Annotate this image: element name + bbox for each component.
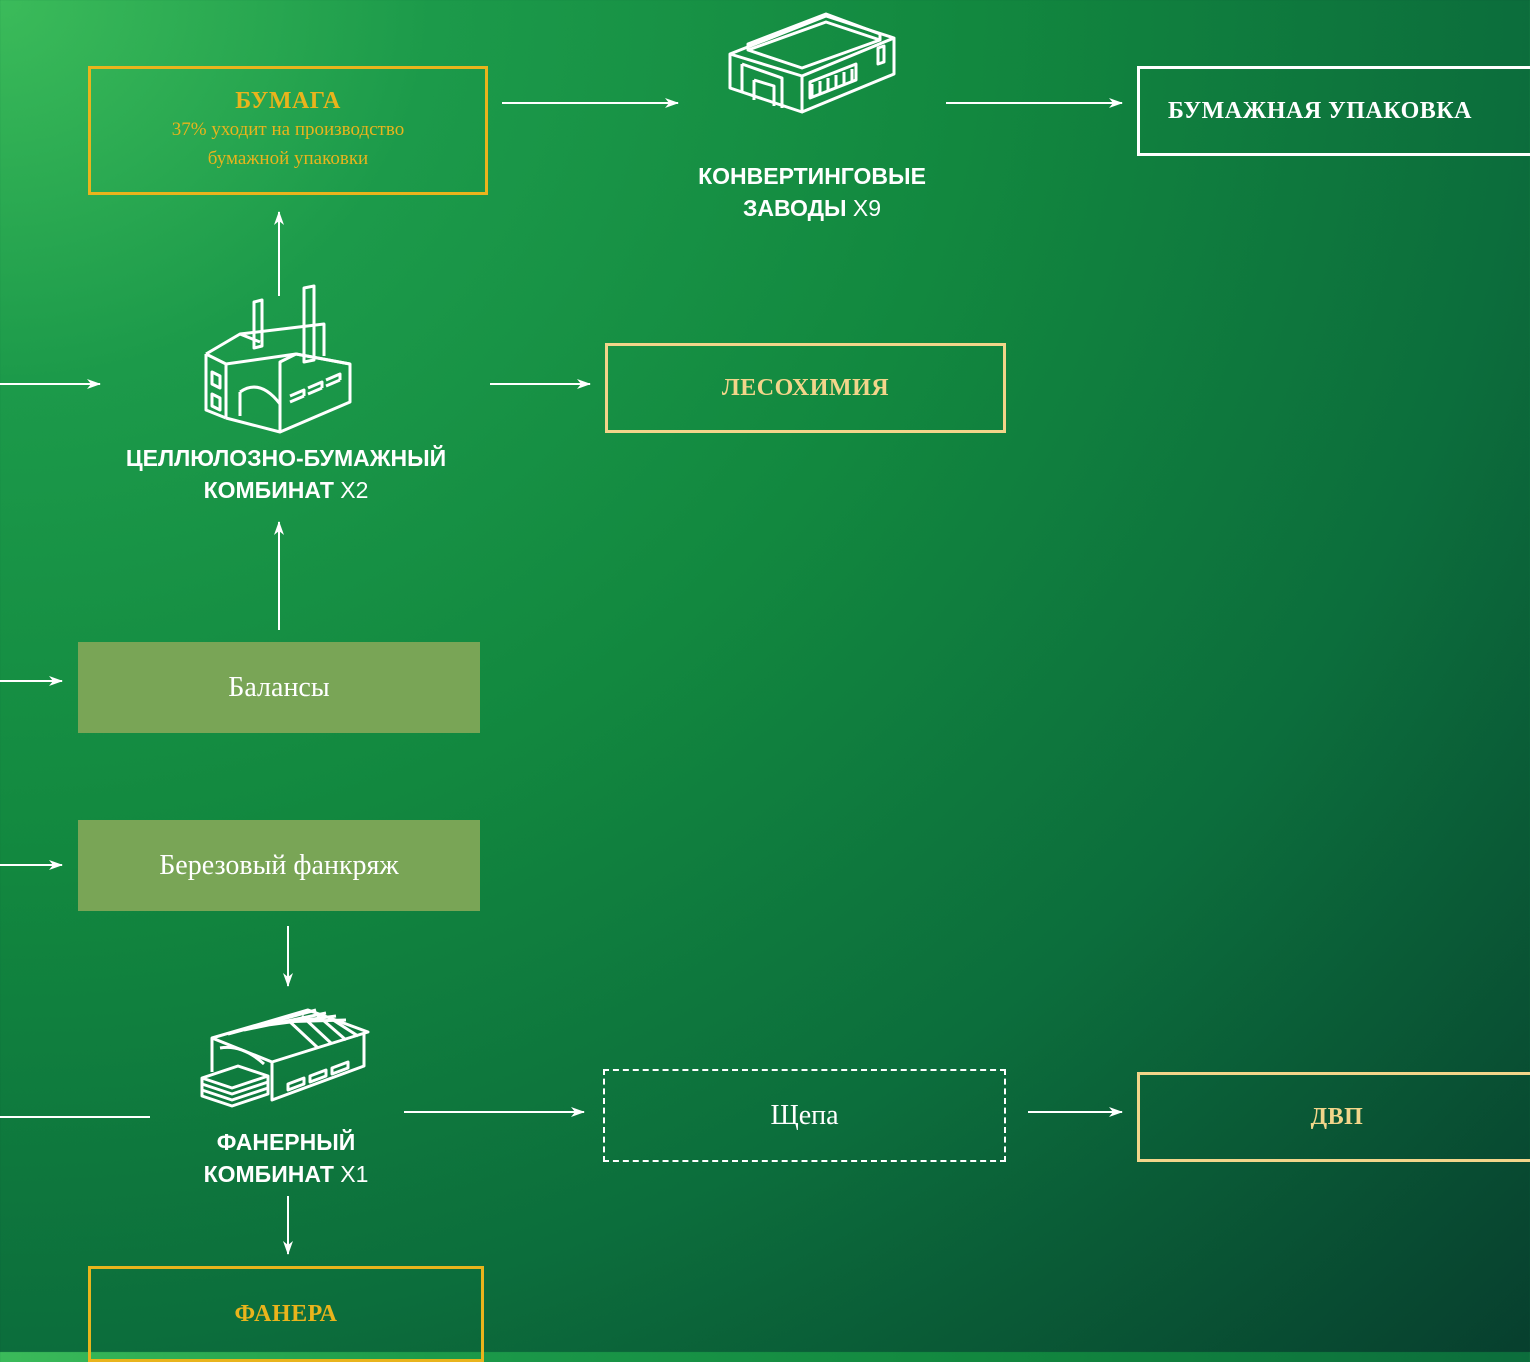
node-balansy-title: Балансы — [228, 671, 330, 703]
caption-converting: КОНВЕРТИНГОВЫЕ ЗАВОДЫ X9 — [662, 160, 962, 224]
node-bumaga: БУМАГА 37% уходит на производство бумажн… — [88, 66, 488, 195]
node-lesokhimiya-title: ЛЕСОХИМИЯ — [721, 374, 890, 401]
caption-pulp-mill: ЦЕЛЛЮЛОЗНО-БУМАЖНЫЙ КОМБИНАТ X2 — [76, 442, 496, 506]
node-bumaga-title: БУМАГА — [235, 88, 341, 114]
node-bumazhnaya-upakovka-title: БУМАЖНАЯ УПАКОВКА — [1168, 97, 1473, 124]
caption-converting-line2: ЗАВОДЫ — [742, 195, 847, 221]
node-shchepa: Щепа — [603, 1069, 1006, 1162]
caption-plywood-mill-line2: КОМБИНАТ — [203, 1161, 334, 1187]
caption-converting-line1: КОНВЕРТИНГОВЫЕ — [698, 163, 926, 189]
caption-converting-multiplier: X9 — [852, 195, 882, 221]
node-bumazhnaya-upakovka: БУМАЖНАЯ УПАКОВКА — [1137, 66, 1530, 156]
caption-pulp-mill-line2: КОМБИНАТ — [203, 477, 334, 503]
node-shchepa-title: Щепа — [770, 1099, 839, 1131]
node-bumaga-note-line2: бумажной упаковки — [207, 148, 369, 169]
node-dvp: ДВП — [1137, 1072, 1530, 1162]
node-balansy: Балансы — [78, 642, 480, 733]
caption-pulp-mill-multiplier: X2 — [340, 477, 369, 503]
caption-plywood-mill-line1: ФАНЕРНЫЙ — [216, 1129, 356, 1155]
node-lesokhimiya: ЛЕСОХИМИЯ — [605, 343, 1006, 433]
node-dvp-title: ДВП — [1310, 1103, 1364, 1130]
plywood-plant-icon — [200, 1008, 370, 1108]
caption-plywood-mill-multiplier: X1 — [340, 1161, 369, 1187]
node-fanera: ФАНЕРА — [88, 1266, 484, 1362]
warehouse-icon — [728, 12, 896, 114]
caption-plywood-mill: ФАНЕРНЫЙ КОМБИНАТ X1 — [136, 1126, 436, 1190]
node-fanera-title: ФАНЕРА — [234, 1300, 338, 1327]
caption-pulp-mill-line1: ЦЕЛЛЮЛОЗНО-БУМАЖНЫЙ — [125, 445, 447, 471]
node-berezovy-fankryazh: Березовый фанкряж — [78, 820, 480, 911]
node-berezovy-fankryazh-title: Березовый фанкряж — [159, 849, 399, 881]
factory-icon — [204, 284, 352, 434]
node-bumaga-note-line1: 37% уходит на производство — [171, 119, 405, 140]
